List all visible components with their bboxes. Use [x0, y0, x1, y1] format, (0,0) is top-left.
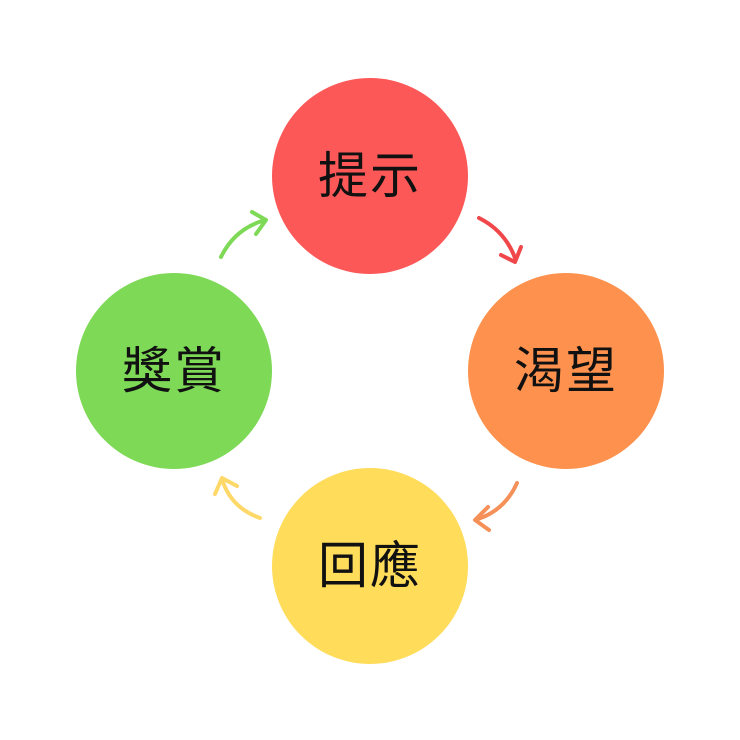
arrow-cue-to-craving	[477, 216, 523, 264]
arrow-reward-to-cue	[219, 210, 268, 259]
cue-label: 提示	[318, 147, 422, 205]
craving-label: 渴望	[514, 342, 618, 400]
craving-node: 渴望	[468, 273, 664, 469]
cue-node: 提示	[272, 78, 468, 274]
response-label: 回應	[318, 537, 422, 595]
response-node: 回應	[272, 468, 468, 664]
reward-label: 獎賞	[122, 342, 226, 400]
arrow-craving-to-response	[473, 481, 519, 532]
reward-node: 獎賞	[76, 273, 272, 469]
arrow-response-to-reward	[213, 476, 262, 520]
